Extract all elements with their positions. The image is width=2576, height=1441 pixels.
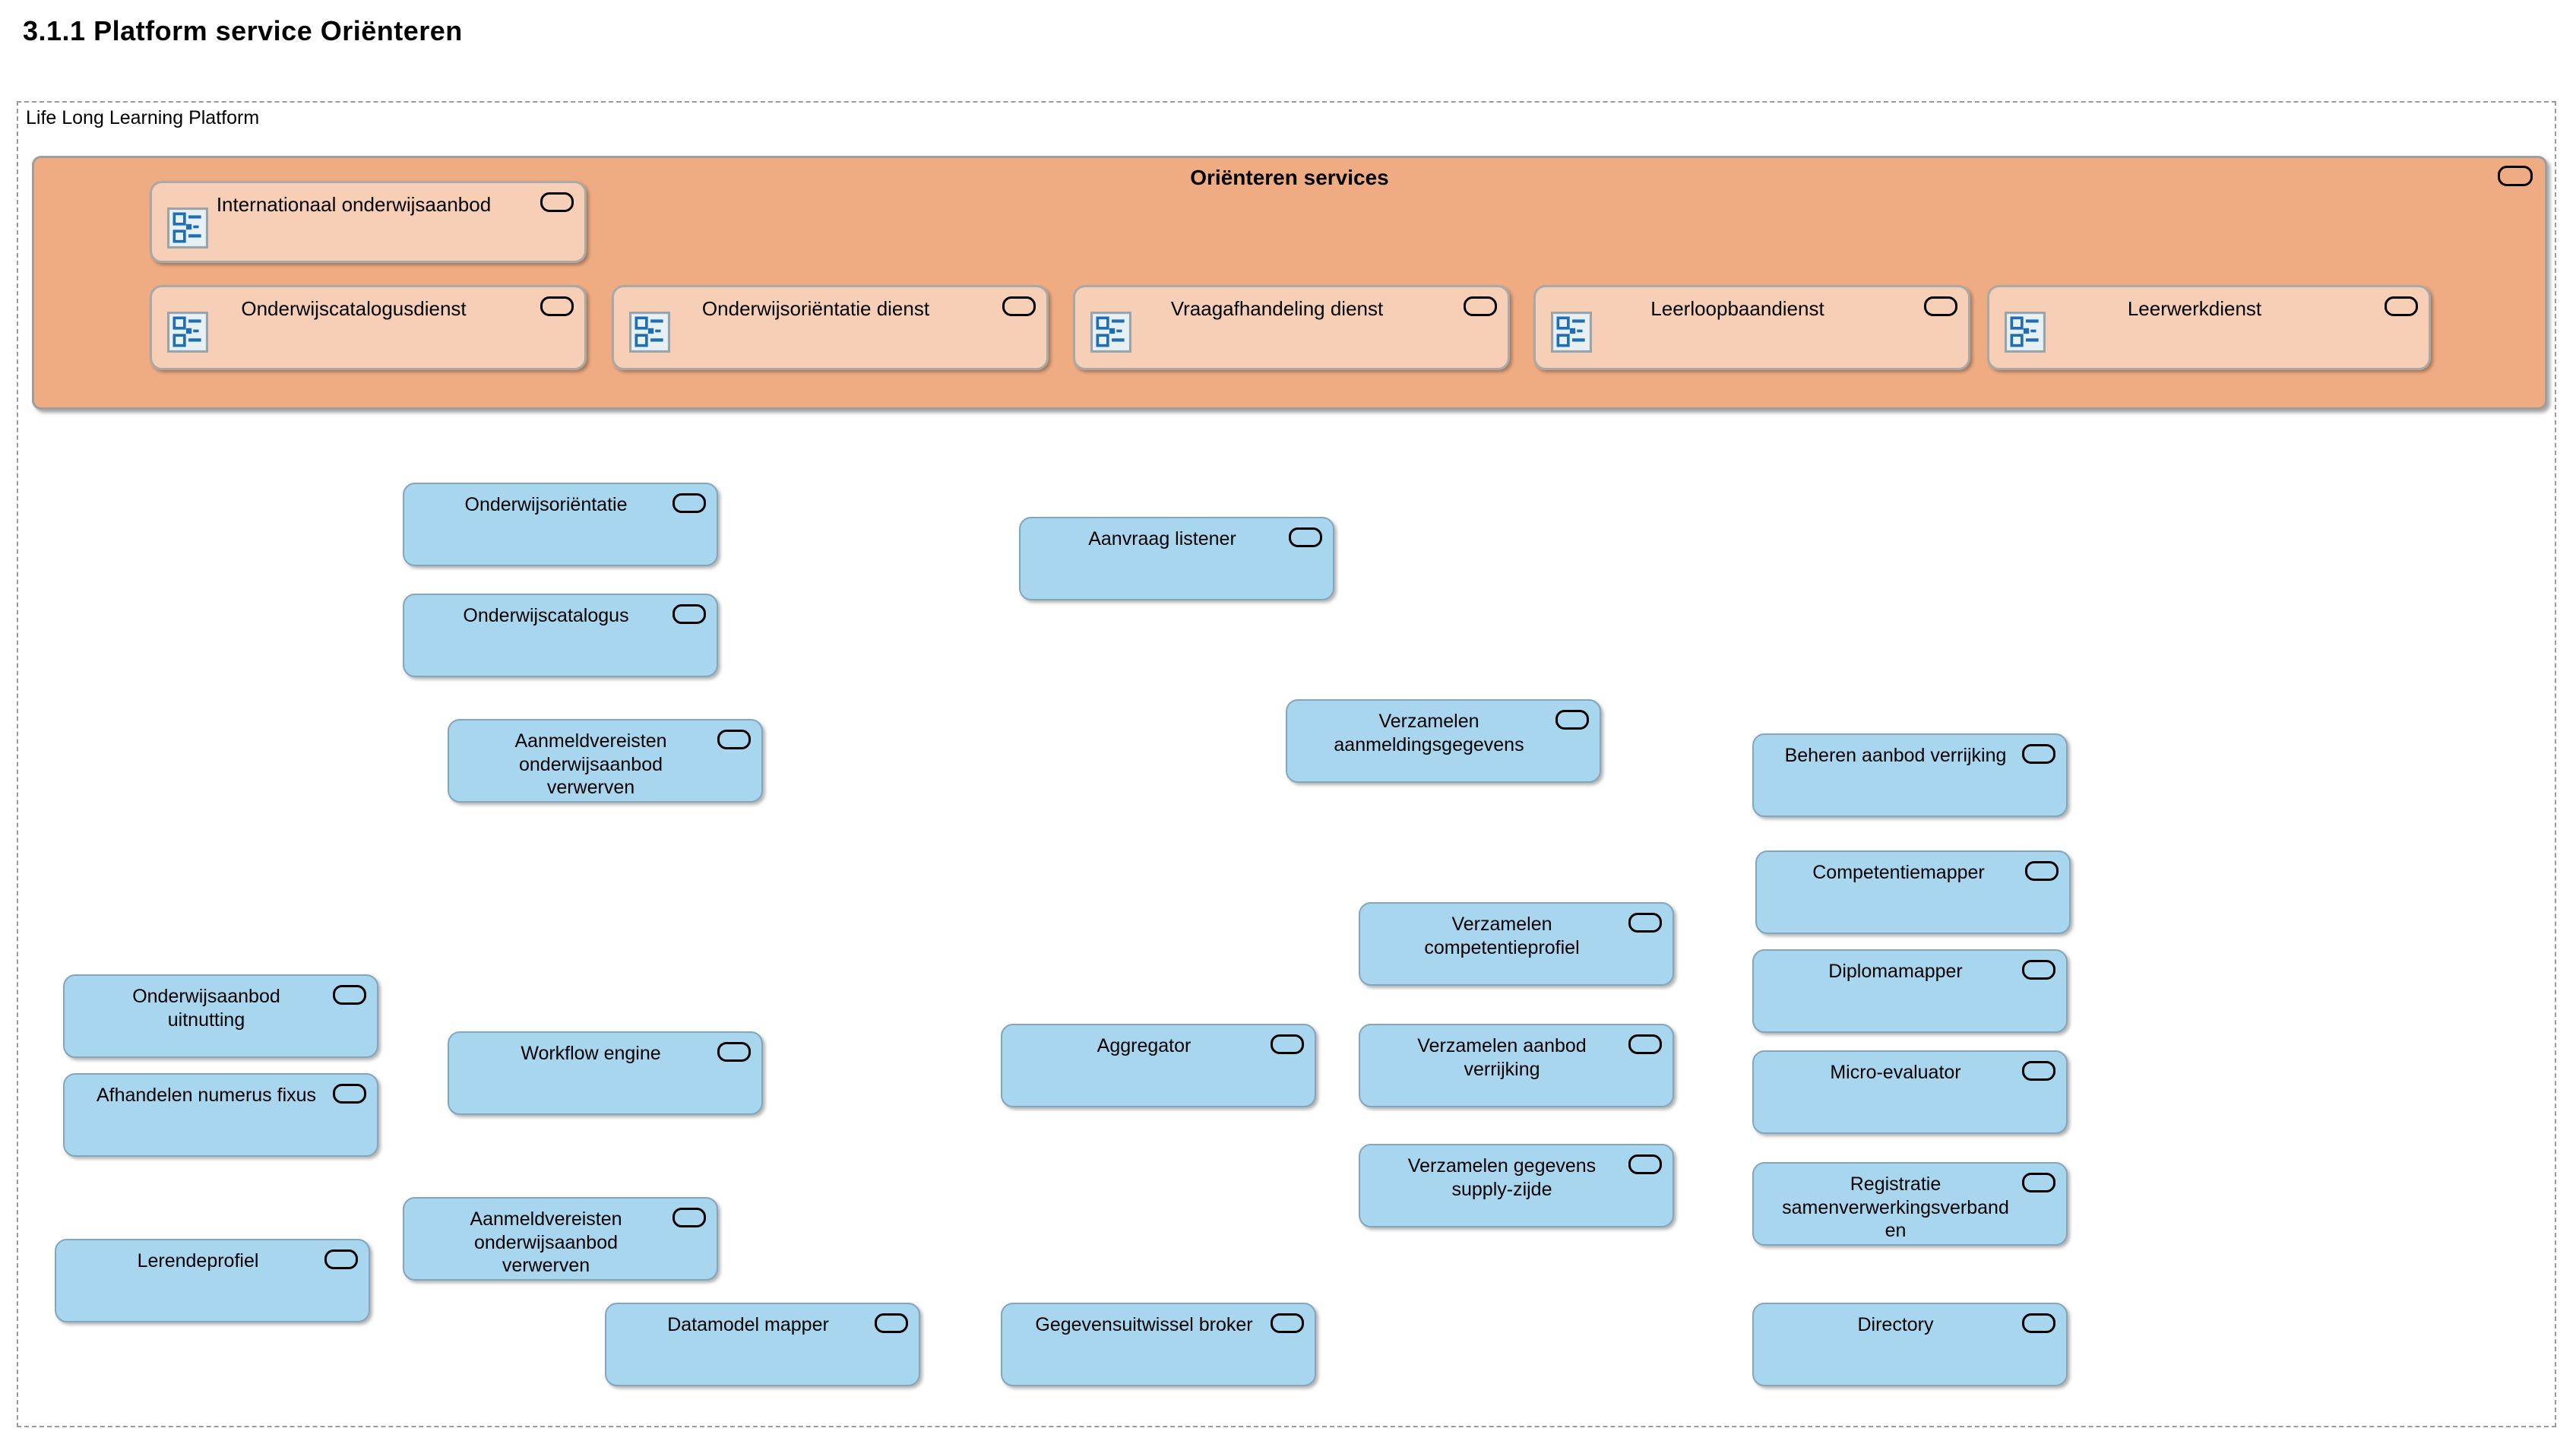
service-oval-icon (2022, 1313, 2055, 1333)
app-service-diplomamapper: Diplomamapper (1752, 949, 2068, 1033)
service-oval-icon (672, 1208, 706, 1227)
service-label: Aanvraag listener (1088, 528, 1236, 549)
service-oval-icon (2025, 861, 2059, 881)
app-service-lerendeprofiel: Lerendeprofiel (55, 1239, 370, 1322)
service-oval-icon (875, 1313, 908, 1333)
service-label: Diplomamapper (1828, 961, 1963, 982)
service-oval-icon (2022, 1173, 2055, 1192)
service-label: Aanmeldvereisten onderwijsaanbod verwerv… (514, 730, 667, 798)
service-oval-icon (672, 604, 706, 624)
orienteren-services-group: Oriënteren services Internationaal onder… (32, 156, 2547, 410)
service-oval-icon (1628, 1154, 1662, 1174)
application-component-icon (1551, 312, 1592, 353)
service-oval-icon (717, 1042, 751, 1062)
app-service-onderwijsorientatie: Onderwijsoriëntatie (403, 483, 718, 566)
service-oval-icon (1555, 710, 1589, 730)
service-oval-icon (1628, 913, 1662, 933)
service-oval-icon (1924, 296, 1957, 316)
service-oval-icon (2498, 166, 2533, 186)
service-label: Onderwijsaanbod uitnutting (132, 986, 280, 1031)
service-oval-icon (1002, 296, 1036, 316)
service-oval-icon (1628, 1034, 1662, 1054)
service-oval-icon (333, 1084, 366, 1104)
group-service-onderwijscatalogusdienst: Onderwijscatalogusdienst (150, 285, 587, 370)
service-label: Verzamelen competentieprofiel (1424, 914, 1580, 958)
app-service-verzamelen-aanbod-verrijking: Verzamelen aanbod verrijking (1359, 1024, 1674, 1107)
application-component-icon (2005, 312, 2046, 353)
app-service-aanvraag-listener: Aanvraag listener (1019, 517, 1334, 600)
service-oval-icon (324, 1249, 358, 1269)
service-label: Leerwerkdienst (2127, 297, 2262, 320)
group-service-leerwerkdienst: Leerwerkdienst (1987, 285, 2431, 370)
application-component-icon (629, 312, 670, 353)
app-service-afhandelen-numerus-fixus: Afhandelen numerus fixus (63, 1073, 378, 1157)
app-service-registratie-samenverwerkingsverbanden: Registratie samenverwerkingsverband en (1752, 1162, 2068, 1246)
service-label: Verzamelen aanmeldingsgegevens (1334, 711, 1524, 755)
service-oval-icon (2022, 744, 2055, 764)
service-oval-icon (540, 296, 574, 316)
app-service-verzamelen-competentieprofiel: Verzamelen competentieprofiel (1359, 902, 1674, 986)
app-service-verzamelen-aanmeldingsgegevens: Verzamelen aanmeldingsgegevens (1286, 699, 1601, 783)
service-oval-icon (1464, 296, 1497, 316)
group-service-vraagafhandeling-dienst: Vraagafhandeling dienst (1073, 285, 1510, 370)
application-component-icon (167, 207, 208, 249)
service-label: Beheren aanbod verrijking (1784, 745, 2007, 766)
service-label: Verzamelen gegevens supply-zijde (1407, 1155, 1597, 1200)
app-service-aggregator: Aggregator (1001, 1024, 1316, 1107)
service-oval-icon (672, 493, 706, 513)
service-label: Micro-evaluator (1830, 1062, 1961, 1083)
app-service-directory: Directory (1752, 1303, 2068, 1386)
service-label: Datamodel mapper (667, 1314, 829, 1335)
life-long-learning-platform-container: Life Long Learning Platform Oriënteren s… (17, 101, 2556, 1427)
service-label: Competentiemapper (1812, 862, 1985, 883)
page-title: 3.1.1 Platform service Oriënteren (23, 15, 463, 46)
app-service-aanmeldvereisten-onderwijsaanbod-verwerven-1: Aanmeldvereisten onderwijsaanbod verwerv… (448, 719, 763, 803)
service-oval-icon (2022, 1061, 2055, 1081)
service-label: Workflow engine (521, 1043, 661, 1064)
service-label: Internationaal onderwijsaanbod (216, 193, 492, 216)
service-label: Onderwijscatalogusdienst (241, 297, 467, 320)
group-title: Oriënteren services (1190, 166, 1389, 189)
group-service-internationaal-onderwijsaanbod: Internationaal onderwijsaanbod (150, 181, 587, 263)
app-service-datamodel-mapper: Datamodel mapper (605, 1303, 920, 1386)
service-oval-icon (717, 730, 751, 749)
service-label: Directory (1857, 1314, 1934, 1335)
app-service-aanmeldvereisten-onderwijsaanbod-verwerven-2: Aanmeldvereisten onderwijsaanbod verwerv… (403, 1197, 718, 1281)
application-component-icon (1090, 312, 1131, 353)
group-service-onderwijsorientatie-dienst: Onderwijsoriëntatie dienst (612, 285, 1049, 370)
app-service-verzamelen-gegevens-supply-zijde: Verzamelen gegevens supply-zijde (1359, 1144, 1674, 1227)
service-oval-icon (1289, 527, 1322, 547)
service-label: Vraagafhandeling dienst (1170, 297, 1384, 320)
app-service-workflow-engine: Workflow engine (448, 1031, 763, 1115)
app-service-beheren-aanbod-verrijking: Beheren aanbod verrijking (1752, 733, 2068, 817)
service-oval-icon (2022, 960, 2055, 980)
group-service-leerloopbaandienst: Leerloopbaandienst (1533, 285, 1970, 370)
app-service-gegevensuitwissel-broker: Gegevensuitwissel broker (1001, 1303, 1316, 1386)
app-service-onderwijscatalogus: Onderwijscatalogus (403, 594, 718, 677)
service-label: Onderwijsoriëntatie dienst (701, 297, 930, 320)
service-oval-icon (333, 985, 366, 1005)
platform-label: Life Long Learning Platform (26, 107, 260, 128)
service-label: Afhandelen numerus fixus (96, 1085, 317, 1106)
app-service-onderwijsaanbod-uitnutting: Onderwijsaanbod uitnutting (63, 974, 378, 1058)
service-oval-icon (2385, 296, 2418, 316)
app-service-competentiemapper: Competentiemapper (1755, 850, 2071, 934)
service-oval-icon (1271, 1313, 1304, 1333)
app-service-micro-evaluator: Micro-evaluator (1752, 1050, 2068, 1134)
service-label: Aggregator (1097, 1035, 1191, 1056)
service-label: Lerendeprofiel (137, 1250, 259, 1272)
service-label: Gegevensuitwissel broker (1035, 1314, 1253, 1335)
service-label: Verzamelen aanbod verrijking (1417, 1035, 1587, 1080)
service-label: Onderwijscatalogus (463, 605, 629, 626)
application-component-icon (167, 312, 208, 353)
service-oval-icon (1271, 1034, 1304, 1054)
service-label: Onderwijsoriëntatie (464, 494, 628, 515)
service-label: Aanmeldvereisten onderwijsaanbod verwerv… (470, 1208, 622, 1276)
service-label: Leerloopbaandienst (1650, 297, 1824, 320)
service-oval-icon (540, 192, 574, 212)
service-label: Registratie samenverwerkingsverband en (1782, 1173, 2009, 1241)
